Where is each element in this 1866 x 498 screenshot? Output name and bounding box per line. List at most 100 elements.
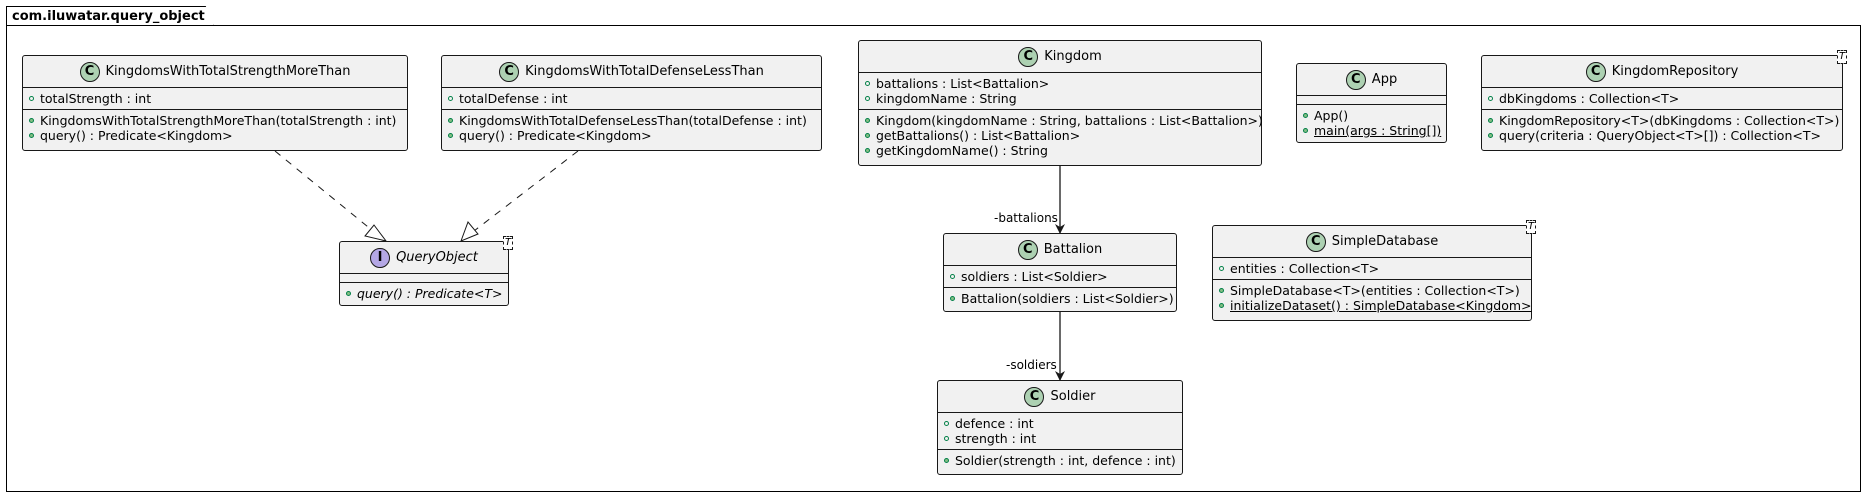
class-header: C Soldier: [938, 381, 1182, 413]
field-text: battalions : List<Battalion>: [876, 76, 1050, 91]
field-row: battalions : List<Battalion>: [859, 76, 1261, 91]
class-kingdom[interactable]: C Kingdom battalions : List<Battalion> k…: [858, 40, 1263, 166]
method-text: query(criteria : QueryObject<T>[]) : Col…: [1499, 128, 1821, 143]
method-text: getKingdomName() : String: [876, 143, 1048, 158]
public-field-icon: [865, 96, 870, 101]
soldiers-role-label: -soldiers: [1006, 358, 1057, 372]
method-row: Soldier(strength : int, defence : int): [938, 453, 1182, 468]
method-row: App(): [1297, 108, 1446, 123]
class-header: C KingdomsWithTotalDefenseLessThan: [442, 56, 821, 88]
public-method-icon: [865, 148, 870, 153]
realization-arrowhead-strength: [364, 224, 388, 242]
interface-stereotype-icon: I: [370, 247, 391, 268]
fields-section: totalStrength : int: [23, 88, 407, 110]
method-row: query(criteria : QueryObject<T>[]) : Col…: [1482, 128, 1842, 143]
field-text: totalDefense : int: [459, 91, 568, 106]
class-name: Kingdom: [1044, 49, 1102, 64]
method-text: initializeDataset() : SimpleDatabase<Kin…: [1230, 298, 1532, 313]
package-tab: com.iluwatar.query_object: [6, 6, 214, 26]
field-row: entities : Collection<T>: [1213, 261, 1531, 276]
public-method-icon: [1488, 118, 1493, 123]
method-text: KingdomRepository<T>(dbKingdoms : Collec…: [1499, 113, 1840, 128]
public-method-icon: [950, 296, 955, 301]
generic-type-parameter: T: [1526, 220, 1536, 234]
method-text: getBattalions() : List<Battalion>: [876, 128, 1081, 143]
method-row: main(args : String[]): [1297, 123, 1446, 138]
method-row: Kingdom(kingdomName : String, battalions…: [859, 113, 1263, 128]
class-header: C Kingdom: [859, 41, 1261, 73]
public-method-icon: [944, 458, 949, 463]
method-row: getKingdomName() : String: [859, 143, 1261, 158]
public-field-icon: [1219, 266, 1224, 271]
field-text: soldiers : List<Soldier>: [961, 269, 1108, 284]
class-kingdom-repository[interactable]: T C KingdomRepository dbKingdoms : Colle…: [1481, 50, 1847, 151]
public-method-icon: [29, 133, 34, 138]
battalions-role-label: -battalions: [994, 211, 1058, 225]
field-row: strength : int: [938, 431, 1182, 446]
method-row: getBattalions() : List<Battalion>: [859, 128, 1261, 143]
realization-defense-to-queryobject: [473, 150, 579, 232]
fields-section: defence : int strength : int: [938, 413, 1182, 450]
method-row: query() : Predicate<Kingdom>: [442, 128, 821, 143]
public-field-icon: [950, 274, 955, 279]
realization-arrowhead-defense: [460, 221, 479, 242]
method-row: query() : Predicate<Kingdom>: [23, 128, 407, 143]
class-soldier[interactable]: C Soldier defence : int strength : int S…: [937, 380, 1183, 475]
fields-section: battalions : List<Battalion> kingdomName…: [859, 73, 1261, 110]
class-name: KingdomRepository: [1611, 64, 1739, 79]
fields-section: [1297, 96, 1446, 105]
public-method-icon: [865, 133, 870, 138]
generic-type-parameter: T: [1837, 50, 1847, 64]
public-method-icon: [1219, 288, 1224, 293]
class-stereotype-icon: C: [499, 61, 520, 82]
field-row: totalStrength : int: [23, 91, 407, 106]
class-app[interactable]: C App App() main(args : String[]): [1296, 63, 1447, 143]
public-method-icon: [29, 118, 34, 123]
method-row: KingdomRepository<T>(dbKingdoms : Collec…: [1482, 113, 1842, 128]
class-header: C Battalion: [944, 234, 1176, 266]
methods-section: Battalion(soldiers : List<Soldier>): [944, 288, 1176, 309]
class-kingdoms-with-total-strength-more-than[interactable]: C KingdomsWithTotalStrengthMoreThan tota…: [22, 55, 408, 151]
methods-section: App() main(args : String[]): [1297, 105, 1446, 141]
public-field-icon: [448, 96, 453, 101]
fields-section: [340, 274, 508, 283]
class-kingdoms-with-total-defense-less-than[interactable]: C KingdomsWithTotalDefenseLessThan total…: [441, 55, 822, 151]
field-text: entities : Collection<T>: [1230, 261, 1380, 276]
method-text: SimpleDatabase<T>(entities : Collection<…: [1230, 283, 1520, 298]
public-method-icon: [346, 291, 351, 296]
methods-section: KingdomsWithTotalStrengthMoreThan(totalS…: [23, 110, 407, 146]
generic-type-parameter: T: [503, 236, 513, 250]
method-text: Kingdom(kingdomName : String, battalions…: [876, 113, 1263, 128]
class-header: C KingdomRepository: [1482, 56, 1842, 88]
class-stereotype-icon: C: [1018, 46, 1039, 67]
class-stereotype-icon: C: [1024, 386, 1045, 407]
class-header: I QueryObject: [340, 242, 508, 274]
class-name: QueryObject: [396, 250, 478, 265]
class-simple-database[interactable]: T C SimpleDatabase entities : Collection…: [1212, 220, 1536, 321]
method-row: KingdomsWithTotalDefenseLessThan(totalDe…: [442, 113, 821, 128]
methods-section: SimpleDatabase<T>(entities : Collection<…: [1213, 280, 1532, 316]
class-stereotype-icon: C: [1017, 239, 1038, 260]
field-row: dbKingdoms : Collection<T>: [1482, 91, 1842, 106]
method-row: query() : Predicate<T>: [340, 286, 508, 301]
public-method-icon: [448, 133, 453, 138]
class-name: KingdomsWithTotalStrengthMoreThan: [105, 64, 351, 79]
interface-query-object[interactable]: T I QueryObject query() : Predicate<T>: [339, 236, 513, 306]
class-name: App: [1371, 72, 1398, 87]
class-name: Battalion: [1043, 242, 1103, 257]
method-row: Battalion(soldiers : List<Soldier>): [944, 291, 1176, 306]
methods-section: KingdomsWithTotalDefenseLessThan(totalDe…: [442, 110, 821, 146]
fields-section: dbKingdoms : Collection<T>: [1482, 88, 1842, 110]
method-row: initializeDataset() : SimpleDatabase<Kin…: [1213, 298, 1532, 313]
public-field-icon: [29, 96, 34, 101]
public-field-icon: [944, 436, 949, 441]
class-stereotype-icon: C: [1585, 61, 1606, 82]
fields-section: totalDefense : int: [442, 88, 821, 110]
public-field-icon: [865, 81, 870, 86]
class-battalion[interactable]: C Battalion soldiers : List<Soldier> Bat…: [943, 233, 1177, 312]
public-field-icon: [944, 421, 949, 426]
public-method-icon: [1219, 303, 1224, 308]
method-row: KingdomsWithTotalStrengthMoreThan(totalS…: [23, 113, 407, 128]
package-name: com.iluwatar.query_object: [12, 9, 205, 24]
class-name: SimpleDatabase: [1331, 234, 1439, 249]
